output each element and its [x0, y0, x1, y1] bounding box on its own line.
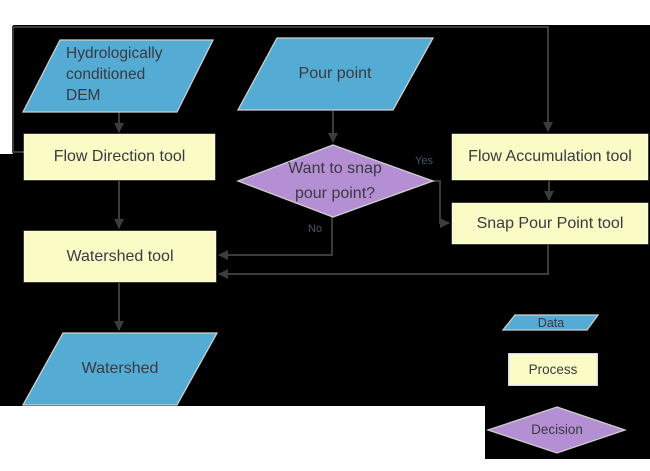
- node-dem-label: Hydrologically conditioned DEM: [66, 45, 163, 104]
- branch-no-label: No: [307, 223, 323, 235]
- legend-decision-shape: [485, 406, 628, 454]
- node-decision-shape: [236, 144, 435, 218]
- connector-flowdirection-to-flowaccumulation: [12, 26, 553, 153]
- node-watershed-label: Watershed: [81, 360, 159, 377]
- node-watershed-tool-label: Watershed tool: [66, 247, 174, 265]
- node-flow-direction-shape: [23, 133, 216, 181]
- node-snap-pour-point-shape: [451, 202, 649, 245]
- node-dem-shape: [21, 39, 215, 113]
- node-flow-accumulation-shape: [451, 133, 649, 181]
- node-pour-point-label: Pour point: [298, 65, 372, 82]
- node-watershed-shape: [21, 332, 219, 406]
- node-watershed-tool-shape: [23, 230, 217, 283]
- node-decision-label: Want to snap pour point?: [288, 160, 382, 202]
- connector-snappourpoint-to-watershedtool: [218, 245, 549, 279]
- legend-data-label: Data: [537, 315, 565, 330]
- connector-decision-no-to-watershedtool: [218, 217, 333, 260]
- legend-process-label: Process: [528, 361, 578, 377]
- legend-decision-label: Decision: [531, 422, 583, 437]
- legend-process-shape: [508, 353, 598, 386]
- connector-decision-yes-to-snappourpoint: [433, 180, 450, 228]
- branch-yes-label: Yes: [415, 155, 433, 167]
- node-pour-point-shape: [236, 37, 435, 111]
- node-flow-direction-label: Flow Direction tool: [53, 148, 186, 165]
- node-snap-pour-point-label: Snap Pour Point tool: [476, 214, 624, 232]
- legend-data-shape: [501, 314, 600, 331]
- node-flow-accumulation-label: Flow Accumulation tool: [468, 148, 632, 165]
